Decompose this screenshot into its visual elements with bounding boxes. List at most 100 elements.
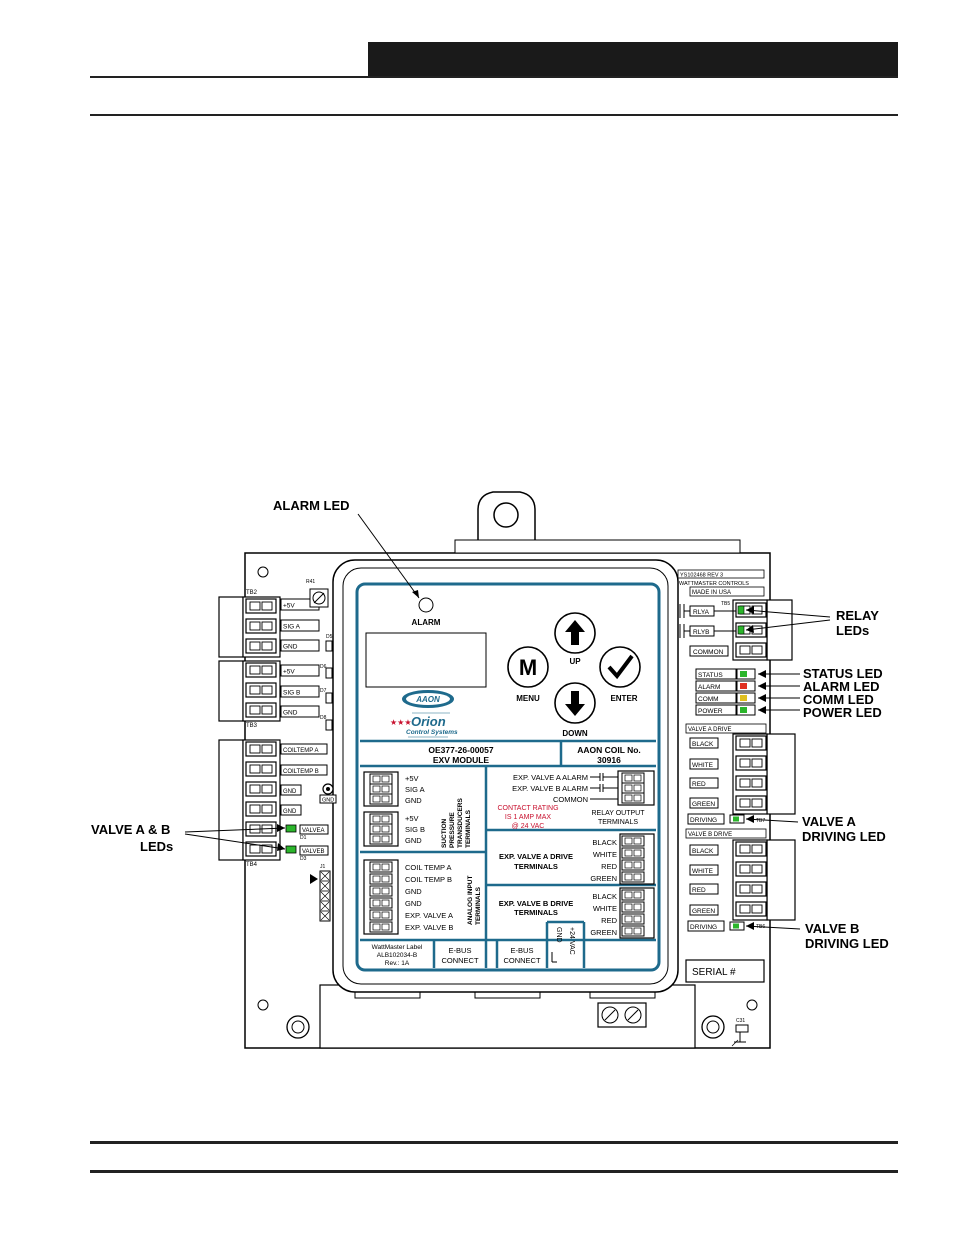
suction-5v-a: +5V: [405, 774, 419, 783]
valve-a-led-label: VALVEA: [302, 828, 324, 834]
valve-b-driving-led: [733, 923, 739, 929]
callout-status-led: STATUS LED: [803, 666, 883, 681]
tb4-label-coiltemp-a: COILTEMP A: [283, 748, 318, 754]
valve-a-term-white: WHITE: [593, 850, 617, 859]
valve-b-led-label: VALVEB: [302, 849, 324, 855]
callout-valve-a-driving-1: VALVE A: [802, 814, 857, 829]
ebus-2-line-1: E-BUS: [511, 946, 534, 955]
up-button[interactable]: [554, 612, 596, 654]
suction-title-1: SUCTION: [441, 818, 448, 848]
suction-sig-a: SIG A: [405, 785, 425, 794]
footer-rule-top: [90, 1141, 898, 1144]
tb1-connector: [766, 599, 793, 661]
valve-a-term-red: RED: [601, 862, 617, 871]
c31-label: C31: [736, 1018, 745, 1024]
module-name: EXV MODULE: [433, 755, 490, 765]
d3-label: D3: [300, 856, 307, 862]
power-24vac-label: +24 VAC: [568, 927, 575, 955]
relay-output-title-2: TERMINALS: [598, 819, 638, 826]
valve-b-wire-red: RED: [692, 887, 706, 894]
relay-label-rlyb: RLYB: [693, 629, 710, 636]
d5-label: D5: [326, 634, 333, 640]
callout-power-led: POWER LED: [803, 705, 882, 720]
up-button-label: UP: [569, 657, 581, 666]
suction-title-3: TRANSDUCERS: [457, 798, 464, 849]
callout-valve-b-driving-1: VALVE B: [805, 921, 859, 936]
enter-button-label: ENTER: [610, 694, 637, 703]
panel-alarm-label: ALARM: [412, 618, 441, 627]
d6-label: D6: [320, 664, 327, 670]
analog-coil-temp-b: COIL TEMP B: [405, 875, 452, 884]
relay-alarm-a: EXP. VALVE A ALARM: [513, 773, 588, 782]
valve-a-wire-red: RED: [692, 781, 706, 788]
valve-a-led: [285, 824, 297, 833]
comm-led: [740, 695, 747, 701]
relay-alarm-b: EXP. VALVE B ALARM: [512, 784, 588, 793]
alarm-indicator: [418, 597, 434, 613]
valve-b-driving-label: DRIVING: [690, 924, 717, 931]
serial-box: [685, 959, 765, 983]
tb3-label-gnd: GND: [283, 710, 298, 717]
tb2-label: TB2: [246, 590, 258, 596]
led-label-alarm: ALARM: [698, 684, 720, 691]
valve-a-drive-title-2: TERMINALS: [514, 862, 558, 871]
valve-a-drive-connector: [766, 733, 796, 815]
suction-title-4: TERMINALS: [465, 809, 472, 848]
tb2-label-5v: +5V: [283, 603, 295, 610]
valve-a-driving-led: [733, 816, 739, 822]
module-number: OE377-26-00057: [428, 745, 493, 755]
valve-a-drive-label: VALVE A DRIVE: [688, 727, 731, 733]
board-maker-label: WATTMASTER CONTROLS: [679, 581, 749, 587]
valve-b-wire-green: GREEN: [692, 908, 715, 915]
menu-button[interactable]: M: [507, 646, 549, 688]
board-made-label: MADE IN USA: [692, 590, 731, 596]
contact-rating-2: IS 1 AMP MAX: [505, 814, 551, 821]
analog-title-1: ANALOG INPUT: [467, 876, 474, 926]
tb3-label-sigb: SIG B: [283, 690, 300, 697]
power-led: [740, 707, 747, 713]
relay-b-led: [737, 625, 745, 635]
d1-label: D1: [300, 835, 307, 841]
down-button[interactable]: [554, 682, 596, 724]
callout-alarm-led: ALARM LED: [273, 498, 350, 513]
tb3-label-5v: +5V: [283, 669, 295, 676]
checkmark-icon: [607, 654, 634, 680]
suction-title-2: PRESSURE: [449, 812, 456, 848]
callout-alarm-led-right: ALARM LED: [803, 679, 880, 694]
header-rule-short: [90, 76, 898, 78]
contact-rating-3: @ 24 VAC: [512, 823, 545, 830]
suction-5v-b: +5V: [405, 814, 419, 823]
suction-sig-b: SIG B: [405, 825, 425, 834]
tb4-label-coiltemp-b: COILTEMP B: [283, 769, 319, 775]
valve-b-term-red: RED: [601, 916, 617, 925]
valve-b-wire-white: WHITE: [692, 868, 714, 875]
valve-b-term-black: BLACK: [592, 892, 617, 901]
tb5-label: TB5: [721, 601, 730, 607]
tb2-connector: [218, 596, 244, 658]
valve-a-wire-green: GREEN: [692, 801, 715, 808]
wm-label-2: ALB102034-B: [377, 952, 417, 959]
aaon-text: AAON: [415, 695, 440, 704]
menu-button-label: MENU: [516, 694, 540, 703]
valve-b-wire-black: BLACK: [692, 848, 714, 855]
wm-label-1: WattMaster Label: [372, 944, 423, 951]
footer-rule-bottom: [90, 1170, 898, 1173]
control-systems-text: Control Systems: [406, 729, 458, 736]
tb4-label: TB4: [246, 862, 258, 868]
tb7-label: TB7: [756, 818, 765, 824]
callout-relay-1: RELAY: [836, 608, 879, 623]
led-label-power: POWER: [698, 708, 723, 715]
enter-button[interactable]: [599, 646, 641, 688]
valve-b-drive-title-1: EXP. VALVE B DRIVE: [499, 899, 574, 908]
d7-label: D7: [320, 688, 327, 694]
lcd-display: [365, 632, 487, 688]
valve-b-term-green: GREEN: [590, 928, 617, 937]
analog-title-2: TERMINALS: [475, 886, 482, 925]
coil-title: AAON COIL No.: [577, 745, 641, 755]
wm-label-3: Rev.: 1A: [385, 960, 410, 967]
tb2-label-siga: SIG A: [283, 624, 301, 631]
valve-a-term-green: GREEN: [590, 874, 617, 883]
relay-a-led: [737, 605, 745, 615]
contact-rating-1: CONTACT RATING: [497, 805, 558, 812]
